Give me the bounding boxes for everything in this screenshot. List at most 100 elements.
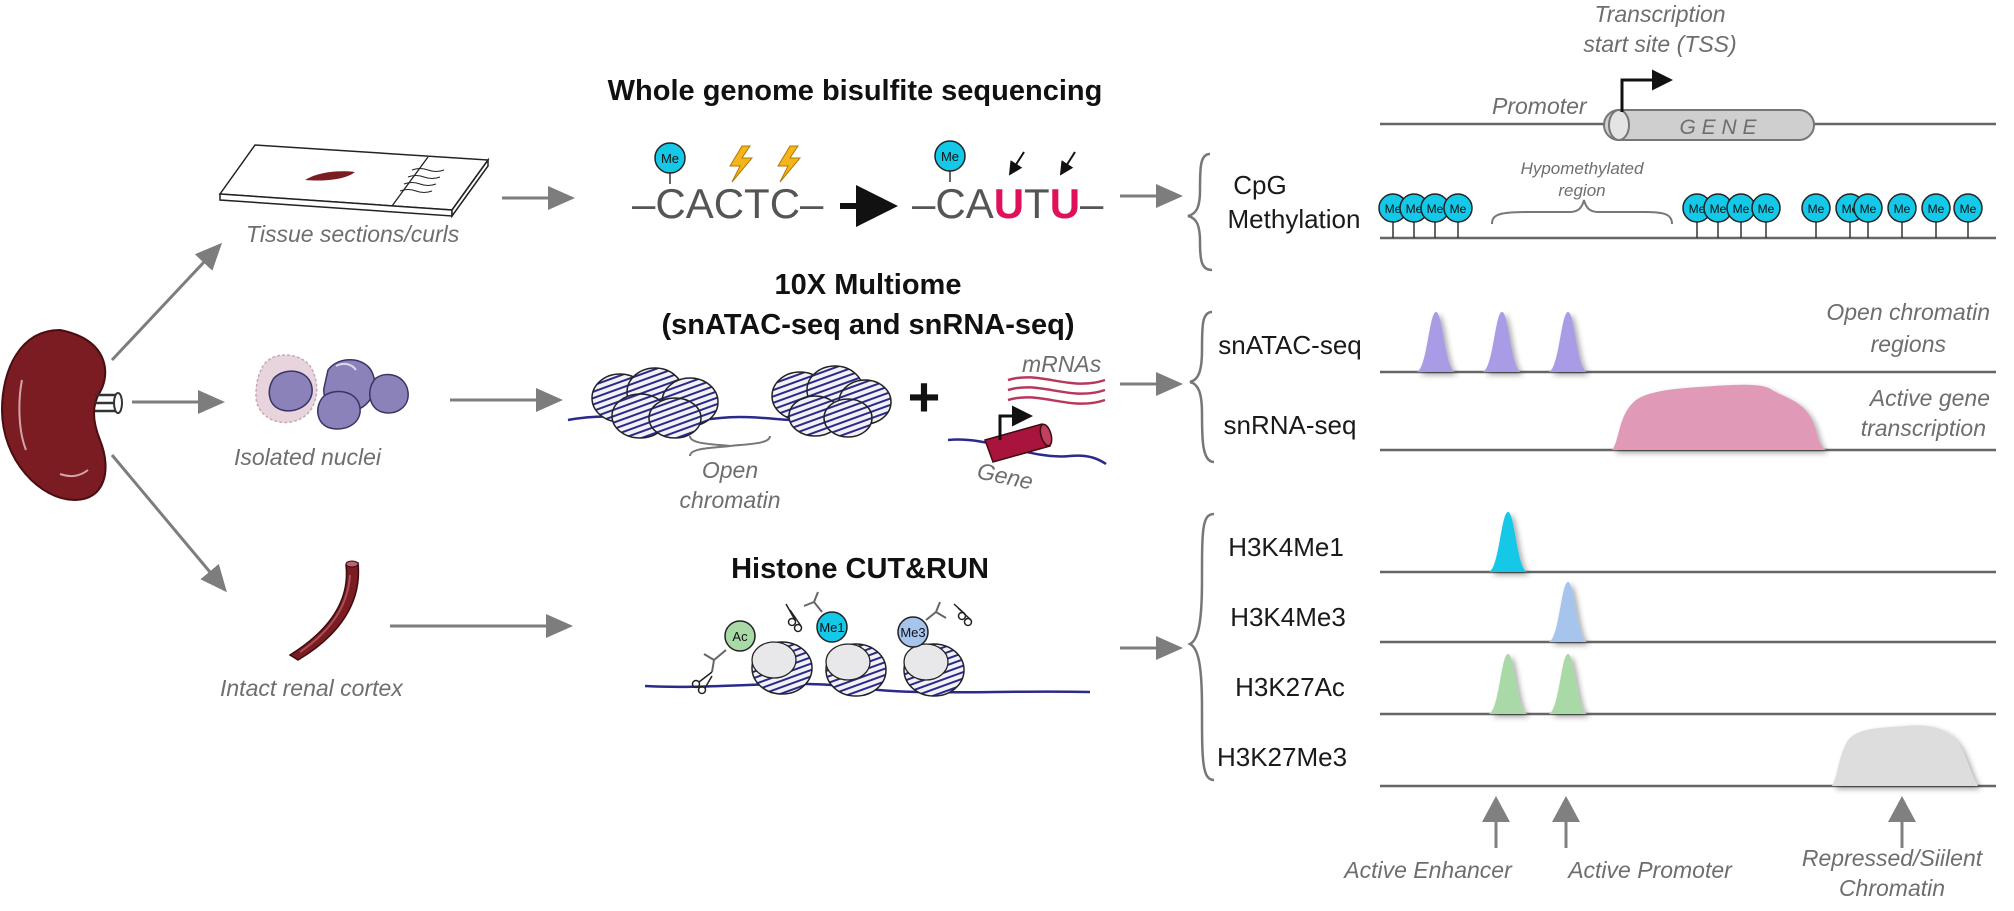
active-transcription-label-line2: transcription (1861, 415, 1986, 441)
nucleosome-icon (825, 643, 887, 697)
tissue-sections-label: Tissue sections/curls (246, 221, 460, 247)
arrow-to-tissue-sections (110, 242, 223, 362)
cleavage-arrow-icon (1008, 151, 1025, 176)
me-bead-label: Me (1689, 202, 1706, 216)
repressed-chromatin-arrow (1888, 796, 1916, 848)
mrnas-label: mRNAs (1022, 351, 1102, 377)
cleavage-arrow-icon (1059, 151, 1076, 176)
active-enhancer-label: Active Enhancer (1342, 857, 1513, 883)
h3k27me3-label: H3K27Me3 (1217, 742, 1347, 772)
lightning-icon (729, 145, 754, 183)
me-bead-label: Me (1427, 202, 1444, 216)
cpg-brace (1187, 152, 1213, 272)
dna-strand (947, 438, 1107, 466)
h3k4me1-label: H3K4Me1 (1228, 532, 1344, 562)
cpg-label-line2: Methylation (1228, 204, 1361, 234)
histone-peaks (1488, 512, 1588, 714)
hypomethylated-label-line1: Hypomethylated (1521, 159, 1644, 178)
histone-mark-me1: Me1 (803, 591, 848, 643)
wgbs-sequence-after: –CAUTU– (912, 180, 1104, 227)
nucleosome-icon (751, 641, 813, 695)
histone-brace (1187, 512, 1215, 782)
histone-mark-ac: Ac (703, 620, 756, 673)
tss-arrow-icon (998, 405, 1033, 440)
open-chromatin-label-line2: chromatin (680, 487, 781, 513)
h3k4me3-peak (1548, 582, 1588, 642)
me-bead-icon: Me (934, 140, 966, 182)
me-bead-icon: Me (1399, 193, 1429, 238)
me-bead-label: Me (1450, 202, 1467, 216)
me-bead-label: Me (1758, 202, 1775, 216)
active-promoter-label: Active Promoter (1566, 857, 1733, 883)
snatac-peak (1482, 312, 1522, 372)
active-promoter-arrow (1552, 796, 1580, 848)
open-chromatin-brace (689, 435, 771, 457)
nuclei-icon (255, 354, 409, 430)
snrna-label: snRNA-seq (1224, 410, 1357, 440)
me-bead-label: Me (1406, 202, 1423, 216)
me-bead-icon: Me (1703, 193, 1733, 238)
me-bead-label: Me (1733, 202, 1750, 216)
snatac-peaks (1416, 312, 1588, 372)
cpg-label-line1: CpG (1233, 170, 1286, 200)
active-transcription-label-line1: Active gene (1868, 385, 1990, 411)
open-regions-label-line2: regions (1871, 331, 1947, 357)
renal-cortex-icon (288, 560, 360, 661)
h3k27ac-peak (1548, 654, 1588, 714)
multiome-brace (1189, 310, 1215, 464)
h3k4me3-label: H3K4Me3 (1230, 602, 1346, 632)
me-bead-icon: Me (1682, 193, 1712, 238)
scissors-icon (785, 603, 803, 633)
repressed-label-line1: Repressed/Siilent (1802, 845, 1984, 871)
histone-mark-me1-label: Me1 (819, 620, 844, 635)
me-bead-label: Me (1808, 202, 1825, 216)
me-bead-icon: Me (1853, 193, 1883, 238)
me-bead-label: Me (1860, 202, 1877, 216)
open-regions-label-line1: Open chromatin (1826, 299, 1990, 325)
active-enhancer-arrow (1482, 796, 1510, 848)
h3k27ac-peak (1488, 654, 1528, 714)
arrow-to-intact-cortex (110, 454, 227, 593)
isolated-nuclei-label: Isolated nuclei (234, 444, 382, 470)
histone-mark-me3: Me3 (897, 601, 947, 648)
me-bead-icon: Me (1420, 193, 1450, 238)
h3k27ac-label: H3K27Ac (1235, 672, 1345, 702)
me-bead-label: Me (941, 149, 959, 164)
tss-label-line1: Transcription (1594, 1, 1725, 27)
repressed-label-line2: Chromatin (1839, 875, 1945, 901)
me-bead-icon: Me (1443, 193, 1473, 238)
nucleosome-cluster-icon (591, 367, 719, 439)
histone-mark-ac-label: Ac (732, 629, 748, 644)
multiome-title-line2: (snATAC-seq and snRNA-seq) (662, 309, 1075, 341)
intact-cortex-label: Intact renal cortex (220, 675, 404, 701)
multiome-title-line1: 10X Multiome (775, 269, 962, 301)
wgbs-sequence-before: –CACTC– (632, 180, 824, 227)
me-bead-icon: Me (1921, 193, 1951, 238)
nucleosome-cluster-icon (771, 365, 892, 438)
me-bead-icon: Me (1751, 193, 1781, 238)
me-bead-icon: Me (1726, 193, 1756, 238)
me-bead-icon: Me (1378, 193, 1408, 238)
tss-arrow-icon (1620, 69, 1673, 112)
tss-label-line2: start site (TSS) (1583, 31, 1736, 57)
h3k4me1-peak (1488, 512, 1528, 572)
histone-mark-me3-label: Me3 (900, 625, 925, 640)
me-bead-icon: Me (1953, 193, 1983, 238)
tissue-slide-icon (218, 144, 490, 219)
gene-box: G E N E (1603, 109, 1815, 141)
scissors-icon (953, 603, 973, 627)
kidney-icon (0, 328, 123, 502)
open-chromatin-label-line1: Open (702, 457, 758, 483)
me-bead-label: Me (1385, 202, 1402, 216)
wgbs-title: Whole genome bisulfite sequencing (608, 75, 1103, 107)
scissors-icon (691, 671, 713, 695)
gene-label: Gene (975, 457, 1035, 494)
lightning-icon (777, 145, 802, 183)
me-bead-label: Me (1710, 202, 1727, 216)
plus-sign: + (908, 365, 941, 428)
me-bead-label: Me (1894, 202, 1911, 216)
me-bead-label: Me (1928, 202, 1945, 216)
